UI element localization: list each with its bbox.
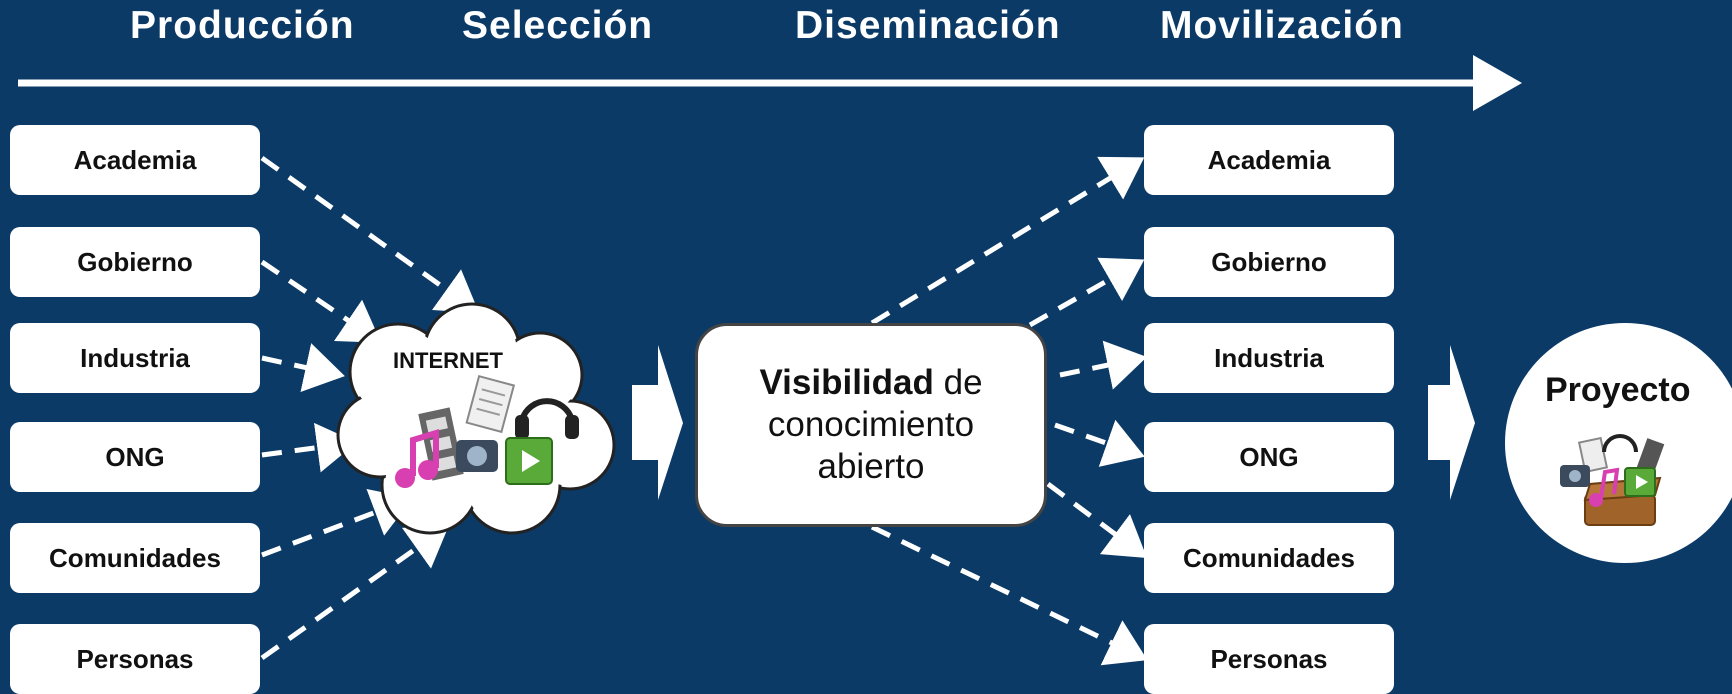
source-ong: ONG [10,422,260,492]
arrow-center-to-gobierno [1028,257,1145,328]
arrow-center-to-industria [1059,340,1147,390]
arrow-industria-to-internet [261,343,345,392]
phase-movilizacion: Movilización [1160,4,1404,47]
arrow-center-to-comunidades [1046,481,1148,558]
phase-diseminacion: Diseminación [795,4,1061,47]
arrow-academia-to-internet [260,155,480,313]
media-icons [395,374,579,488]
arrow-gobierno-to-internet [260,259,382,343]
target-academia: Academia [1144,125,1394,195]
source-personas: Personas [10,624,260,694]
arrow-center-to-ong [1054,419,1145,467]
source-comunidades: Comunidades [10,523,260,593]
project-label: Proyecto [1545,371,1691,409]
arrow-center-to-personas [870,524,1148,666]
internet-label: INTERNET [393,348,503,373]
headphones-icon [515,398,579,439]
target-personas: Personas [1144,624,1394,694]
camera-icon [456,440,498,472]
target-industria: Industria [1144,323,1394,393]
video-play-icon [505,437,553,485]
visibility-line1: Visibilidad de [759,362,982,404]
project-circle [1505,323,1732,563]
block-arrow-mobilization [1428,345,1475,500]
visibility-de: de [933,363,983,402]
arrow-center-to-academia [870,156,1145,326]
visibility-bold: Visibilidad [759,363,934,402]
phase-produccion: Producción [130,4,355,47]
document-icon [465,374,516,434]
music-note-icon [395,428,439,488]
source-industria: Industria [10,323,260,393]
arrow-personas-to-internet [260,525,450,661]
visibility-box: Visibilidad de conocimiento abierto [695,323,1047,527]
target-ong: ONG [1144,422,1394,492]
source-academia: Academia [10,125,260,195]
block-arrow-selection [632,345,683,500]
target-comunidades: Comunidades [1144,523,1394,593]
arrow-comunidades-to-internet [261,488,413,558]
phase-seleccion: Selección [462,4,654,47]
source-gobierno: Gobierno [10,227,260,297]
target-gobierno: Gobierno [1144,227,1394,297]
visibility-line3: abierto [817,447,925,486]
visibility-line2: conocimiento [767,405,975,444]
arrow-ong-to-internet [261,422,357,473]
